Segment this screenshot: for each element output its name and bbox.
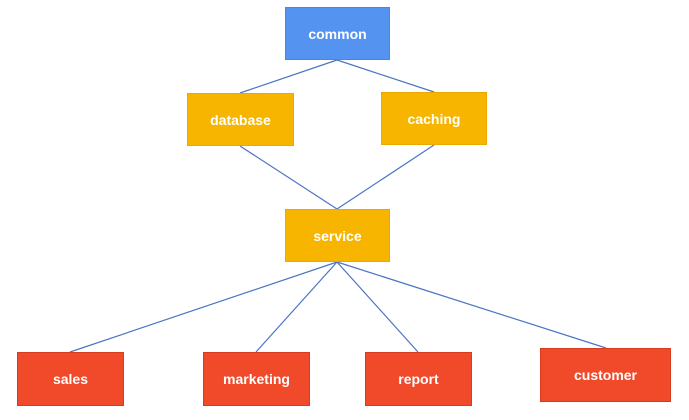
edge-service-sales: [69, 261, 338, 353]
node-common: common: [285, 7, 390, 60]
edge-common-caching: [336, 59, 435, 93]
node-customer: customer: [540, 348, 671, 402]
edge-service-marketing: [255, 261, 338, 353]
node-sales: sales: [17, 352, 124, 406]
node-common-label: common: [308, 25, 367, 42]
edge-caching-service: [336, 144, 435, 210]
node-caching-label: caching: [407, 110, 461, 127]
node-service-label: service: [313, 227, 362, 244]
node-service: service: [285, 209, 390, 262]
edge-service-customer: [336, 261, 607, 349]
edge-common-database: [239, 59, 338, 94]
node-caching: caching: [381, 92, 487, 145]
node-marketing: marketing: [203, 352, 310, 406]
node-report-label: report: [398, 371, 439, 387]
node-sales-label: sales: [52, 371, 89, 387]
node-customer-label: customer: [573, 367, 638, 383]
edge-service-report: [336, 261, 419, 353]
edge-database-service: [239, 145, 338, 210]
node-marketing-label: marketing: [223, 371, 290, 387]
node-database: database: [187, 93, 294, 146]
node-report: report: [365, 352, 472, 406]
node-database-label: database: [210, 111, 271, 128]
